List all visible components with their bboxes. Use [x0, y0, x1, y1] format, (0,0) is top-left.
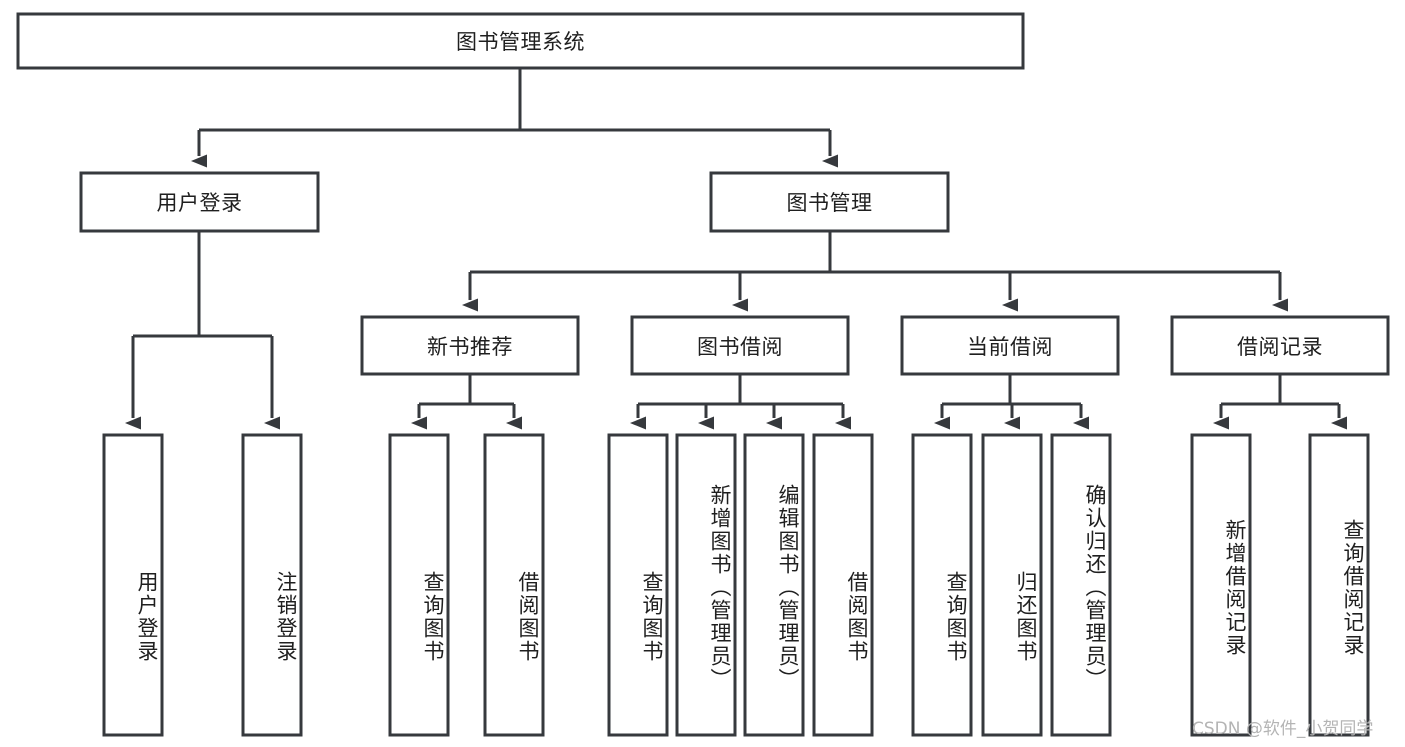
- node-box-leaf-current-confirm[interactable]: [1050, 433, 1112, 737]
- node-box-user-login[interactable]: [79, 171, 320, 233]
- node-box-leaf-borrow-lend[interactable]: [812, 433, 874, 737]
- node-box-leaf-rec-query[interactable]: [388, 433, 450, 737]
- node-box-leaf-borrow-add[interactable]: [675, 433, 737, 737]
- node-box-borrow-record[interactable]: [1170, 315, 1390, 376]
- node-box-leaf-borrow-edit[interactable]: [743, 433, 805, 737]
- node-box-root[interactable]: [16, 12, 1025, 70]
- node-box-book-manage[interactable]: [709, 171, 950, 233]
- node-box-leaf-user-login[interactable]: [102, 433, 164, 737]
- node-box-leaf-rec-borrow[interactable]: [483, 433, 545, 737]
- node-box-leaf-record-add[interactable]: [1190, 433, 1252, 737]
- node-box-new-book-rec[interactable]: [360, 315, 580, 376]
- node-box-leaf-user-logout[interactable]: [241, 433, 303, 737]
- node-box-book-borrow[interactable]: [630, 315, 850, 376]
- node-box-leaf-current-query[interactable]: [911, 433, 973, 737]
- node-box-leaf-current-return[interactable]: [981, 433, 1043, 737]
- node-box-current-borrow[interactable]: [900, 315, 1120, 376]
- node-box-leaf-record-query[interactable]: [1308, 433, 1370, 737]
- node-box-leaf-borrow-query[interactable]: [607, 433, 669, 737]
